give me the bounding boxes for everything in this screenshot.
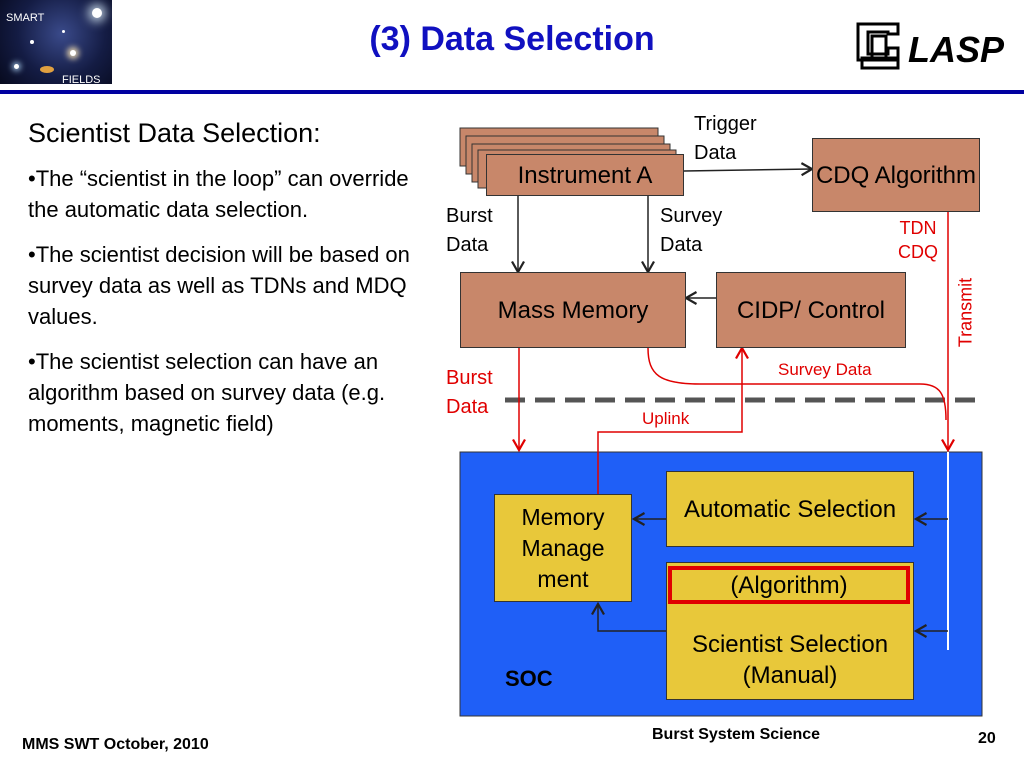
survey-downlink-curve bbox=[647, 347, 947, 421]
bullet-2: •The scientist decision will be based on… bbox=[28, 242, 410, 329]
instrument-a-box: Instrument A bbox=[486, 154, 684, 196]
text-panel: Scientist Data Selection: •The “scientis… bbox=[28, 118, 418, 453]
footer-date: MMS SWT October, 2010 bbox=[22, 736, 209, 753]
page-number: 20 bbox=[978, 730, 996, 747]
cidp-control-box: CIDP/ Control bbox=[716, 272, 906, 348]
transmit-label: Transmit bbox=[955, 277, 976, 348]
bullet-3: •The scientist selection can have an alg… bbox=[28, 349, 386, 436]
mass-memory-box: Mass Memory bbox=[460, 272, 686, 348]
cdq-algorithm-box: CDQ Algorithm bbox=[812, 138, 980, 212]
footer-topic: Burst System Science bbox=[652, 726, 821, 743]
soc-label: SOC bbox=[505, 666, 553, 691]
survey-data-downlink-label: Survey Data bbox=[778, 360, 872, 379]
sci-to-mem-arrow bbox=[591, 601, 666, 632]
burst-data-label: Burst Data bbox=[446, 205, 493, 256]
cu-lasp-logo: LASP bbox=[852, 18, 1012, 74]
trigger-arrow bbox=[683, 162, 815, 177]
page-title: (3) Data Selection bbox=[369, 20, 655, 58]
trigger-data-label: Trigger Data bbox=[694, 113, 757, 164]
cu-logo-icon bbox=[856, 22, 900, 70]
survey-data-label: Survey Data bbox=[660, 205, 723, 256]
logo-fields-label: FIELDS bbox=[62, 74, 101, 84]
algorithm-highlight: (Algorithm) bbox=[668, 566, 910, 604]
smart-fields-logo: SMART FIELDS bbox=[0, 0, 112, 84]
lasp-logo-text: LASP bbox=[908, 29, 1005, 70]
title-divider bbox=[0, 90, 1024, 94]
automatic-selection-box: Automatic Selection bbox=[666, 471, 914, 547]
uplink-line bbox=[597, 345, 749, 494]
memory-management-box: Memory Manage ment bbox=[494, 494, 632, 602]
tdn-cdq-label: TDN CDQ bbox=[898, 218, 938, 262]
panel-heading: Scientist Data Selection: bbox=[28, 118, 321, 148]
burst-data-downlink-label: Burst Data bbox=[446, 367, 493, 418]
uplink-label: Uplink bbox=[642, 409, 690, 428]
logo-smart-label: SMART bbox=[6, 12, 45, 24]
bullet-1: •The “scientist in the loop” can overrid… bbox=[28, 166, 409, 222]
